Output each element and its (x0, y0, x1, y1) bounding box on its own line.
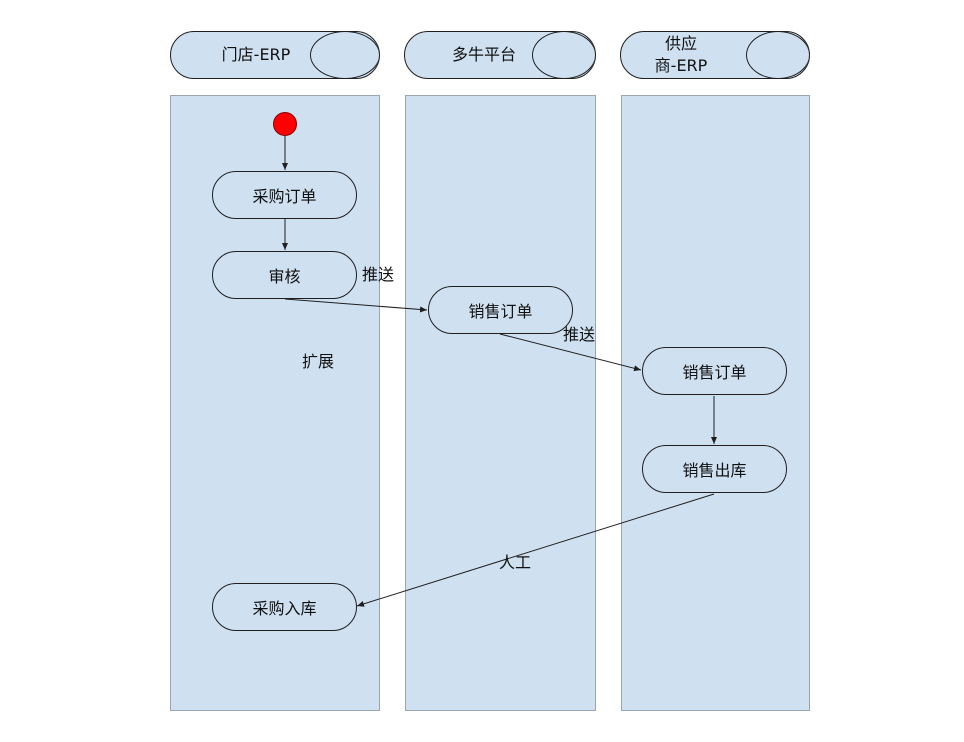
lane-title-platform: 多牛平台 (451, 45, 516, 64)
lane-header-cap (310, 32, 379, 78)
edge-outbound-to-inbound (356, 493, 715, 607)
lane-title-supplier: 供应 商-ERP (654, 34, 708, 75)
lane-header-platform: 多牛平台 (404, 31, 596, 79)
lane-header-cap (746, 32, 809, 78)
node-purchase-inbound: 采购入库 (212, 583, 357, 631)
edge-review-to-sales-order (284, 298, 428, 313)
label-extend: 扩展 (302, 352, 335, 371)
label-push-1: 推送 (362, 265, 395, 284)
node-sales-outbound: 销售出库 (642, 445, 787, 493)
node-sales-order-supplier: 销售订单 (642, 347, 787, 395)
edge-sales-order-to-supplier (499, 333, 642, 372)
lane-platform (405, 95, 596, 711)
label-manual: 人工 (499, 553, 532, 572)
label-push-2: 推送 (563, 325, 596, 344)
lane-header-store: 门店-ERP (170, 31, 380, 79)
start-node (273, 112, 297, 136)
lane-header-cap (532, 32, 595, 78)
node-purchase-order: 采购订单 (212, 171, 357, 219)
lane-supplier (621, 95, 810, 711)
lane-header-supplier: 供应 商-ERP (620, 31, 810, 79)
lane-title-store: 门店-ERP (221, 45, 291, 64)
node-sales-order-platform: 销售订单 (428, 286, 573, 334)
node-review: 审核 (212, 251, 357, 299)
